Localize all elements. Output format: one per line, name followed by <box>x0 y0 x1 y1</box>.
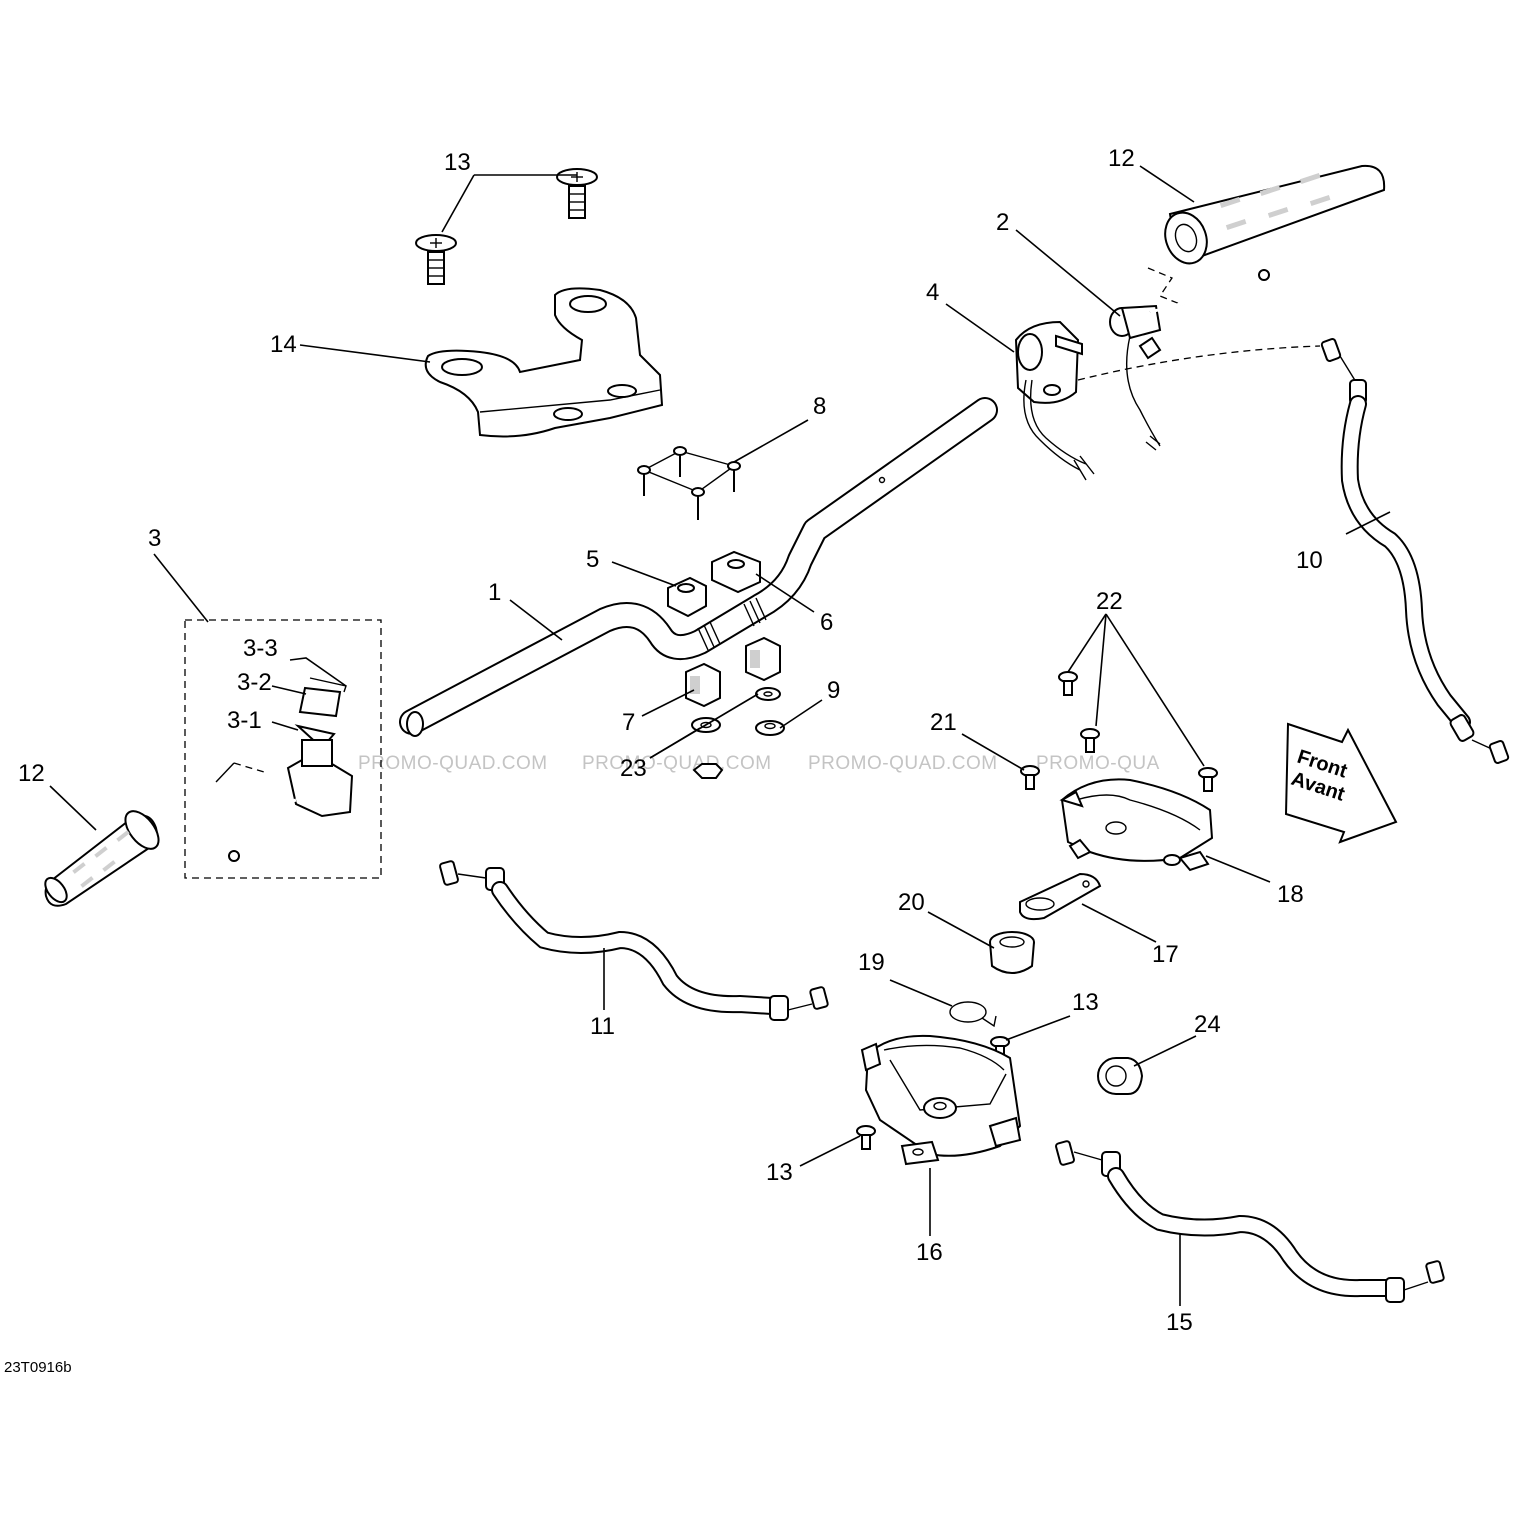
part-1-handlebar <box>399 397 998 737</box>
callout-15: 15 <box>1166 1309 1193 1336</box>
callout-24: 24 <box>1194 1011 1221 1038</box>
callout-3-1: 3-1 <box>227 707 262 734</box>
callout-6: 6 <box>820 609 833 636</box>
watermark: PROMO-QUAD.COM PROMO-QUAD.COM PROMO-QUAD… <box>358 753 1160 774</box>
callout-12-right: 12 <box>1108 145 1135 172</box>
part-15-cable <box>1055 1140 1445 1303</box>
callout-17: 17 <box>1152 941 1179 968</box>
watermark-text-3: PROMO-QUAD.COM <box>808 753 998 774</box>
part-10-cable <box>1320 338 1510 764</box>
callout-9: 9 <box>827 677 840 704</box>
part-22-screws <box>1058 671 1218 792</box>
callout-20: 20 <box>898 889 925 916</box>
leader-lines <box>49 165 1391 1306</box>
callout-2: 2 <box>996 209 1009 236</box>
callout-13-bottom: 13 <box>766 1159 793 1186</box>
part-17-plate <box>1019 872 1102 921</box>
part-8-bolts <box>637 446 741 520</box>
callout-18: 18 <box>1277 881 1304 908</box>
callout-21: 21 <box>930 709 957 736</box>
part-9-washers <box>755 687 785 736</box>
drawing-code: 23T0916b <box>4 1359 72 1376</box>
part-19-spring-clip <box>949 1001 997 1028</box>
callout-12-left: 12 <box>18 760 45 787</box>
callout-4: 4 <box>926 279 939 306</box>
callout-3-2: 3-2 <box>237 669 272 696</box>
callout-13-mid: 13 <box>1072 989 1099 1016</box>
callout-5: 5 <box>586 546 599 573</box>
watermark-text-1: PROMO-QUAD.COM <box>358 753 548 774</box>
part-16-lower-housing <box>860 1034 1022 1166</box>
part-18-upper-cover <box>1059 778 1214 872</box>
callout-22: 22 <box>1096 588 1123 615</box>
part-12-left-grip <box>44 810 160 907</box>
part-24-plug <box>1097 1057 1144 1095</box>
part-14-bracket <box>424 287 664 438</box>
part-12-right-grip <box>1147 164 1386 305</box>
callout-16: 16 <box>916 1239 943 1266</box>
part-11-cable <box>439 860 829 1021</box>
part-2-lever-housing <box>1109 269 1270 451</box>
callout-14: 14 <box>270 331 297 358</box>
knurled-section <box>697 597 767 651</box>
front-direction-arrow: Front Avant <box>1284 722 1398 844</box>
part-3-2-cover <box>298 686 342 718</box>
part-23-nuts <box>691 717 724 779</box>
callout-7: 7 <box>622 709 635 736</box>
part-4-switch-housing <box>1014 320 1321 481</box>
part-7-lower-clamps <box>685 636 781 708</box>
callout-19: 19 <box>858 949 885 976</box>
part-6-upper-clamp <box>711 550 761 594</box>
callout-8: 8 <box>813 393 826 420</box>
part-20-spacer <box>989 931 1035 974</box>
part-5-upper-clamp <box>667 576 707 618</box>
callout-11: 11 <box>590 1013 615 1040</box>
callout-1: 1 <box>488 579 501 606</box>
part-3-brake-lever-assembly <box>184 619 382 879</box>
callout-3: 3 <box>148 525 161 552</box>
callout-3-3: 3-3 <box>243 635 278 662</box>
callout-10: 10 <box>1296 547 1323 574</box>
callout-23: 23 <box>620 755 647 782</box>
watermark-text-2: PROMO-QUAD.COM <box>582 753 772 774</box>
lever-master-cylinder <box>215 739 354 862</box>
part-13-screws-top <box>415 168 598 285</box>
watermark-text-4: PROMO-QUA <box>1036 753 1160 774</box>
grip-slots <box>72 830 130 888</box>
callout-labels: 13 12 2 4 14 8 3 1 5 6 7 9 23 10 3-3 3-2… <box>18 145 1323 1336</box>
part-21-screw <box>1020 765 1040 790</box>
callout-13-top: 13 <box>444 149 471 176</box>
grip-slots <box>1219 173 1331 230</box>
